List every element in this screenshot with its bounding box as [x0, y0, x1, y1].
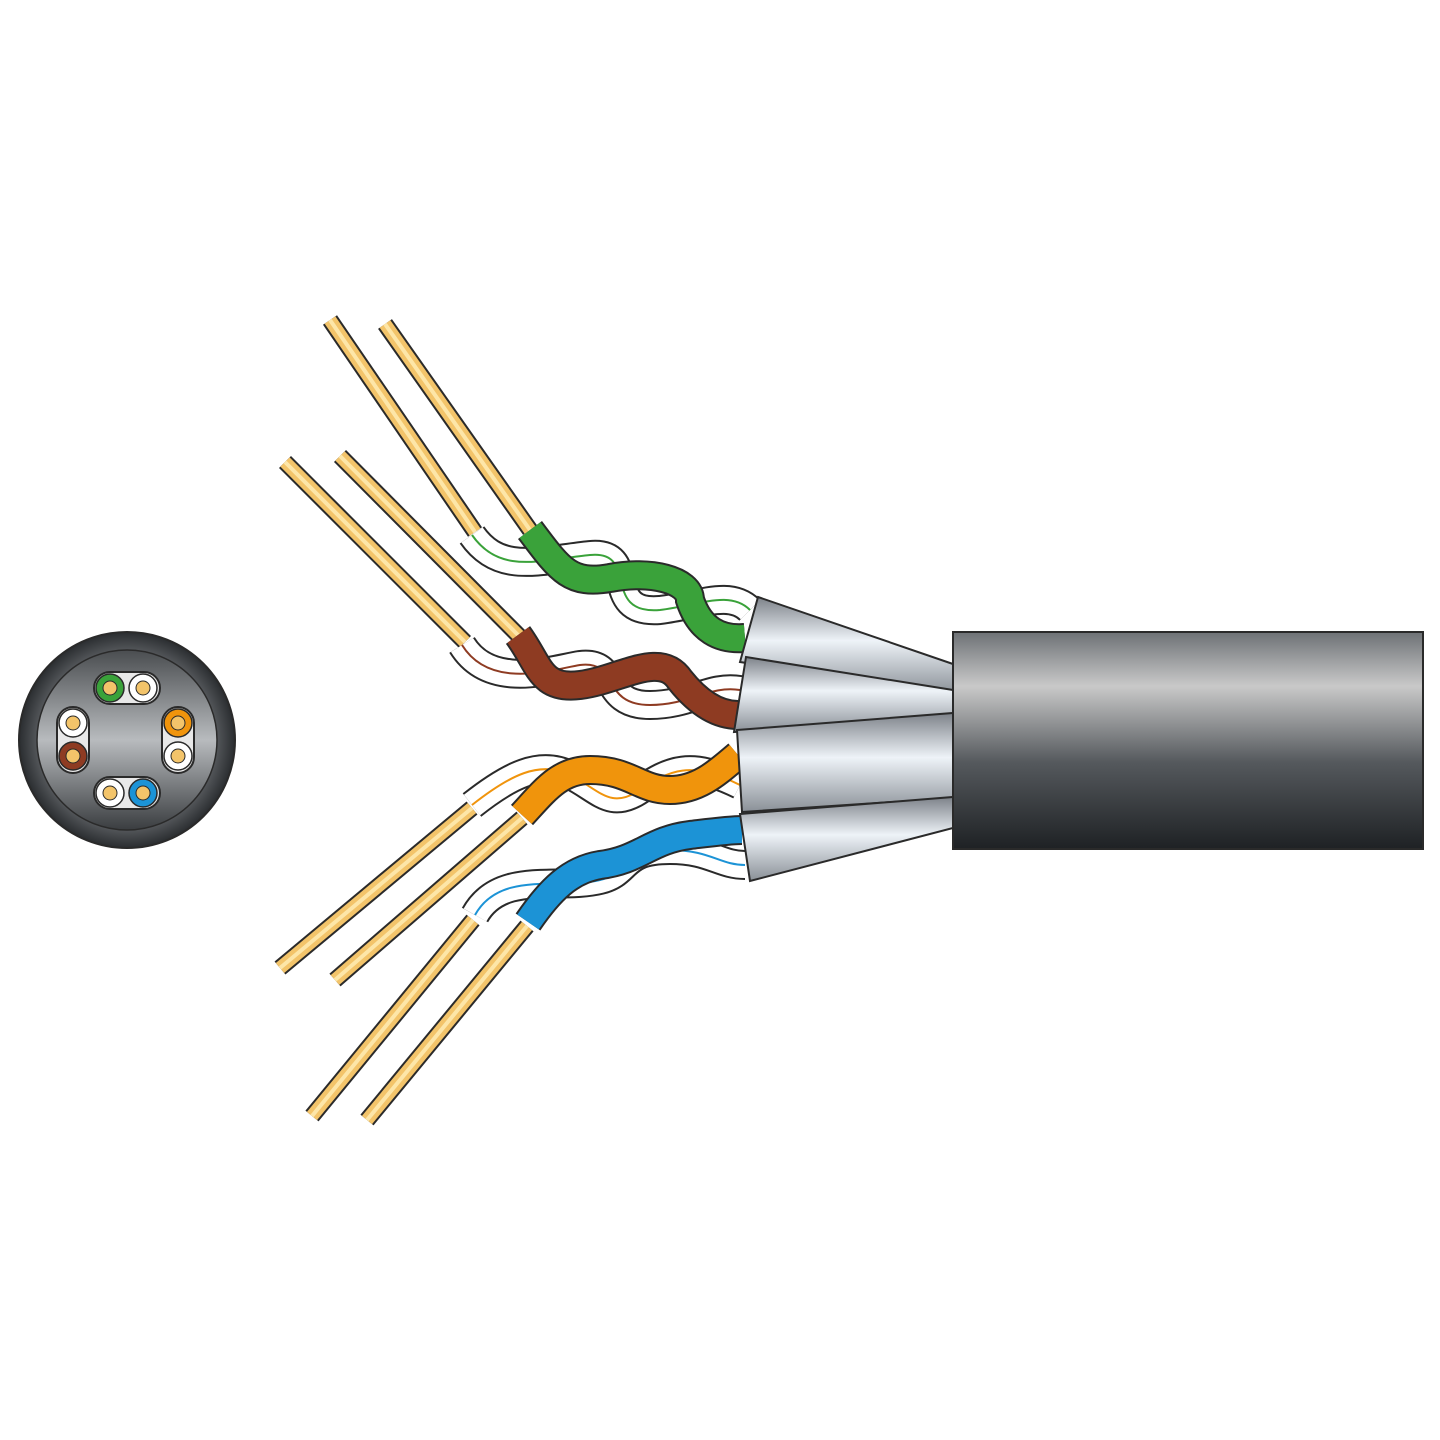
conductor-wire — [278, 455, 472, 649]
cable-cross-section-icon — [18, 631, 236, 849]
conductor-wire — [333, 450, 527, 643]
conductor-wire — [378, 319, 537, 535]
twisted-pair-brown — [449, 626, 743, 730]
cross-section-brown-pair — [56, 706, 90, 774]
outer-jacket — [952, 631, 1424, 850]
twisted-pair-blue — [461, 815, 746, 931]
twisted-pairs — [449, 521, 761, 931]
cross-section-blue-pair — [93, 776, 161, 810]
wire-green — [517, 521, 747, 654]
twisted-pair-orange — [462, 743, 748, 826]
conductor-wire — [305, 914, 480, 1122]
wire-blue — [515, 815, 743, 931]
cross-section-green-pair — [93, 671, 161, 705]
conductor-wire — [360, 920, 534, 1126]
foil-shields — [732, 595, 954, 883]
bare-conductors — [274, 315, 537, 1126]
wire-brown — [505, 626, 739, 730]
conductor-wire — [274, 801, 478, 975]
cross-section-orange-pair — [161, 706, 195, 774]
wire-white-orange-stripe — [462, 754, 747, 817]
foil-shield-orange — [735, 711, 954, 814]
wire-orange — [510, 743, 748, 826]
conductor-wire — [322, 315, 483, 537]
conductor-wire — [329, 811, 528, 987]
twisted-pair-green — [459, 521, 761, 654]
